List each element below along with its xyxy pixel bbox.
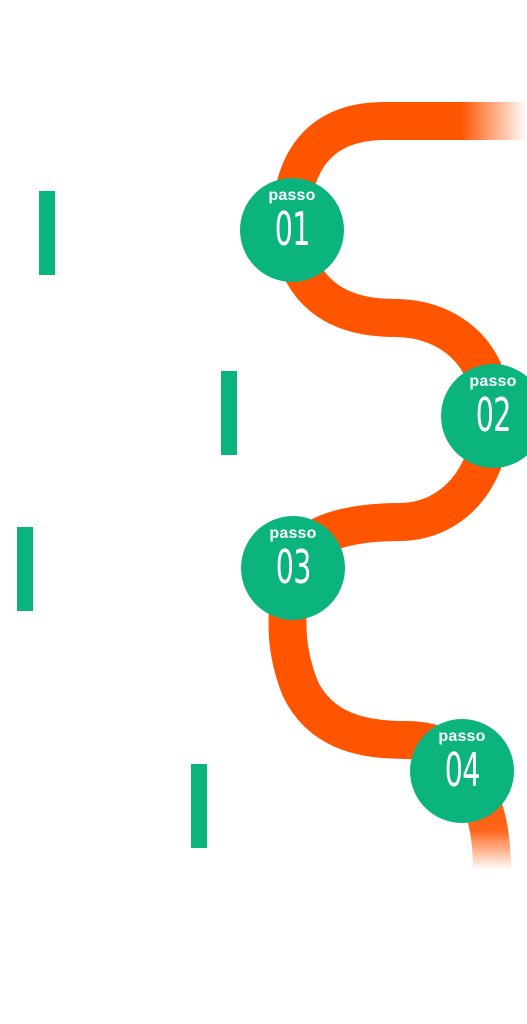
step-1-label: passo bbox=[268, 187, 316, 204]
step-2-accent-bar bbox=[221, 371, 237, 455]
step-2-number: 02 bbox=[475, 388, 511, 442]
step-4-badge: passo 04 bbox=[410, 719, 514, 823]
step-3-label: passo bbox=[269, 525, 317, 542]
step-3-accent-bar bbox=[17, 527, 33, 611]
step-4-number: 04 bbox=[444, 743, 480, 797]
step-2-badge: passo 02 bbox=[441, 364, 527, 468]
step-3-badge: passo 03 bbox=[241, 516, 345, 620]
step-4-label: passo bbox=[438, 728, 486, 745]
step-1-accent-bar bbox=[39, 191, 55, 275]
step-4-accent-bar bbox=[191, 764, 207, 848]
step-2-label: passo bbox=[469, 373, 517, 390]
step-3-number: 03 bbox=[275, 540, 311, 594]
step-1-badge: passo 01 bbox=[240, 178, 344, 282]
step-1-number: 01 bbox=[274, 202, 310, 256]
